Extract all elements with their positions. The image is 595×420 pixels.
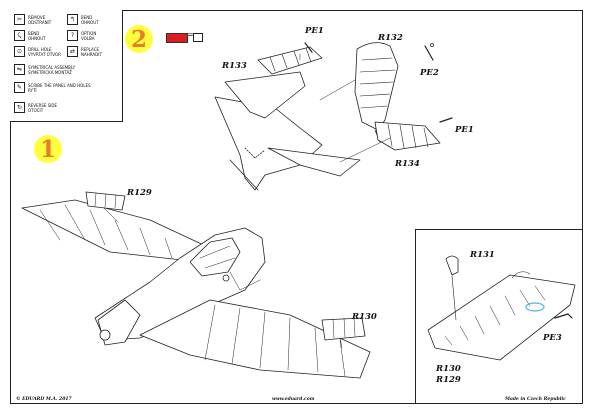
spinner bbox=[99, 329, 111, 341]
rear-fuselage bbox=[214, 96, 323, 191]
footer-made-in: Made in Czech Republic bbox=[505, 397, 566, 402]
paint-swatch-icon bbox=[193, 33, 203, 42]
fuselage-spine bbox=[229, 159, 259, 191]
drill-icon: ⊙ bbox=[14, 46, 25, 57]
step-2-marker: 2 bbox=[125, 25, 153, 53]
label-r130: R130 bbox=[352, 312, 377, 322]
right-wing bbox=[139, 299, 371, 379]
horizontal-stabilizer-right bbox=[267, 147, 361, 177]
page-frame bbox=[10, 10, 583, 404]
bend-carefully-icon: ⤹ bbox=[14, 30, 25, 41]
bend-icon: ↰ bbox=[67, 14, 78, 25]
elevator-r134 bbox=[374, 121, 441, 151]
label-pe1-right: PE1 bbox=[455, 125, 474, 135]
step-1-marker: 1 bbox=[34, 135, 62, 163]
swatch-equals: = bbox=[187, 30, 194, 39]
detail-inset bbox=[415, 229, 583, 404]
label-pe1-top: PE1 bbox=[305, 26, 324, 36]
scribe-icon: ✎ bbox=[14, 82, 25, 93]
canopy bbox=[189, 237, 241, 277]
label-r129-detail: R129 bbox=[436, 375, 461, 385]
horizontal-stabilizer-left bbox=[224, 71, 306, 119]
reverse-icon: ↻ bbox=[14, 102, 25, 113]
replace-icon: ⇄ bbox=[67, 46, 78, 57]
label-r132: R132 bbox=[378, 33, 403, 43]
label-pe3: PE3 bbox=[543, 333, 562, 343]
detail-panel bbox=[427, 274, 576, 361]
rudder-r132 bbox=[354, 42, 399, 131]
paint-swatch bbox=[166, 33, 188, 43]
footer-website: www.eduard.com bbox=[272, 397, 315, 402]
label-r129: R129 bbox=[127, 188, 152, 198]
detail-pe3-highlight bbox=[525, 302, 545, 312]
detail-r131 bbox=[445, 255, 459, 276]
elevator-r133 bbox=[257, 46, 323, 75]
symmetrical-icon: ⇋ bbox=[14, 64, 25, 75]
footer-copyright: © EDUARD M.A. 2017 bbox=[16, 397, 72, 402]
remove-icon: ✂ bbox=[14, 14, 25, 25]
label-r130-detail: R130 bbox=[436, 364, 461, 374]
tail-hatch bbox=[244, 147, 266, 159]
label-r131: R131 bbox=[470, 250, 495, 260]
label-r134: R134 bbox=[395, 159, 420, 169]
label-pe2: PE2 bbox=[420, 68, 439, 78]
label-r133: R133 bbox=[222, 61, 247, 71]
option-icon: ? bbox=[67, 30, 78, 41]
